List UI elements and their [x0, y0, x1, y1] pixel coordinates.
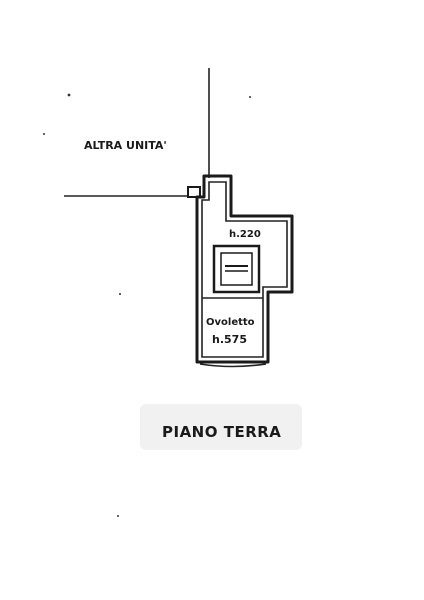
- scan-speck: [43, 133, 45, 135]
- upper-room-height: h.220: [229, 229, 261, 240]
- floor-title: PIANO TERRA: [162, 423, 281, 441]
- corner-pillar: [187, 186, 201, 198]
- lower-room-name: Ovoletto: [206, 317, 255, 328]
- stair-block-inner: [220, 252, 253, 286]
- scan-speck: [249, 96, 251, 98]
- scan-speck: [117, 515, 119, 517]
- floor-title-background: [140, 404, 302, 450]
- scan-speck: [119, 293, 121, 295]
- unit-outer-wall: [195, 174, 294, 364]
- lower-room-height: h.575: [212, 333, 247, 346]
- unit-bottom-edge: [199, 363, 267, 368]
- other-unit-label: ALTRA UNITA': [84, 139, 167, 152]
- scan-speck: [67, 93, 71, 97]
- unit-inner-wall: [201, 181, 288, 358]
